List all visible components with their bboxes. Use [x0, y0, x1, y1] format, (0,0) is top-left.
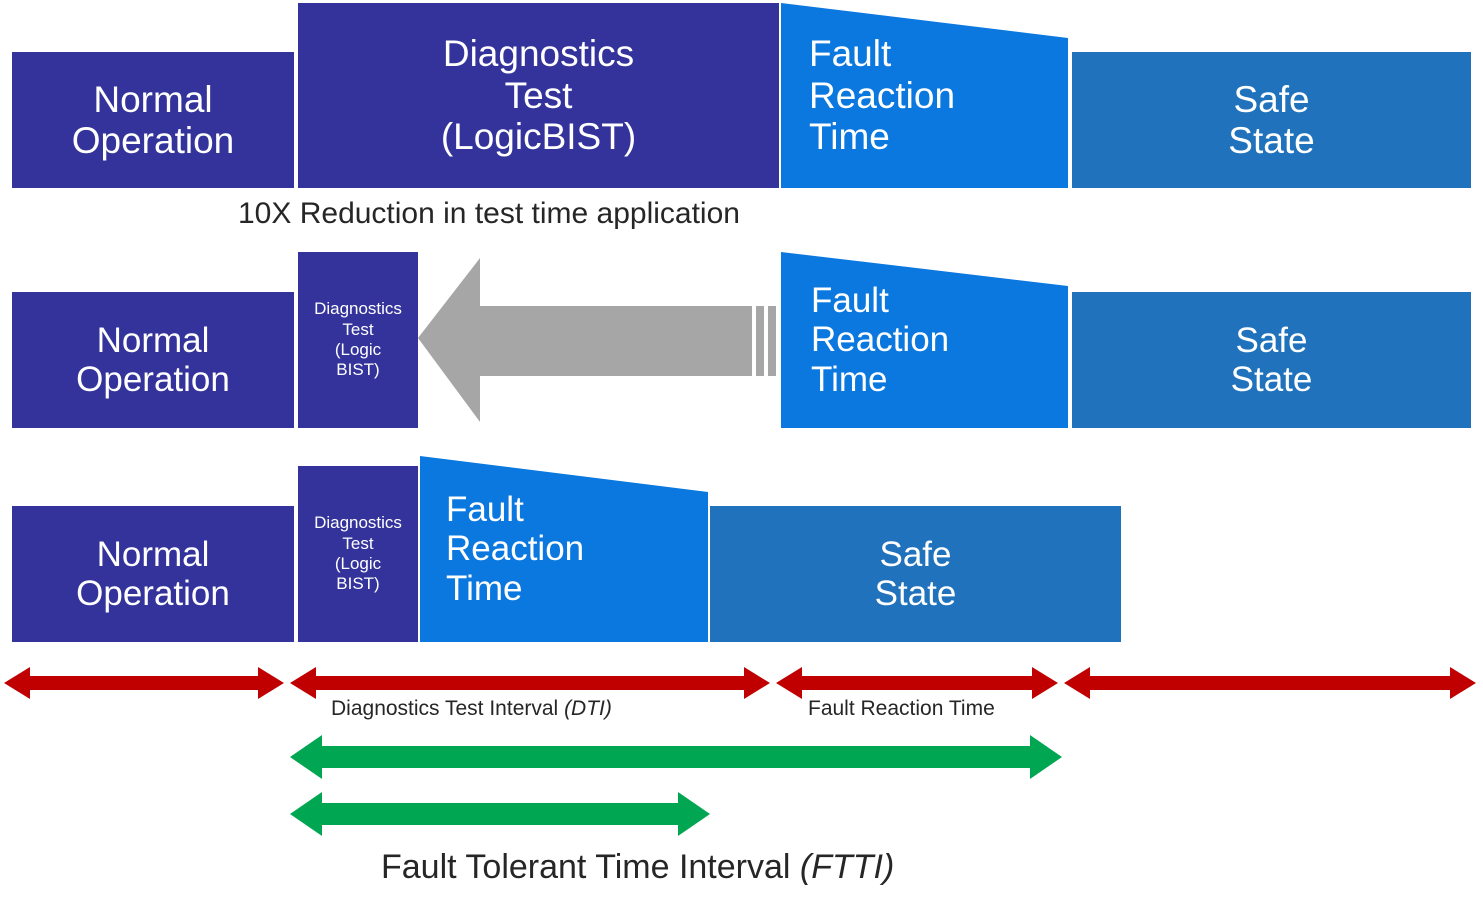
red-span-fault-reaction-time — [776, 667, 1058, 699]
row3-normal-operation-block: Normal Operation — [12, 506, 294, 642]
row2-safe-state-block: Safe State — [1072, 292, 1471, 428]
row1-safe-state-block: Safe State — [1072, 52, 1471, 188]
row1-fault-reaction-time-block: Fault Reaction Time — [781, 3, 1068, 188]
dti-caption: Diagnostics Test Interval (DTI) — [331, 697, 612, 721]
row3-diagnostics-test-block: Diagnostics Test (Logic BIST) — [298, 466, 418, 642]
row2-normal-operation-block: Normal Operation — [12, 292, 294, 428]
row1-diagnostics-test-block: Diagnostics Test (LogicBIST) — [298, 3, 779, 188]
row3-safe-state-block: Safe State — [710, 506, 1121, 642]
red-span-safe-state — [1064, 667, 1476, 699]
reduction-note-caption: 10X Reduction in test time application — [238, 197, 740, 230]
frt-caption: Fault Reaction Time — [808, 697, 995, 720]
row1-normal-operation-block: Normal Operation — [12, 52, 294, 188]
red-span-normal-operation — [4, 667, 284, 699]
red-span-diagnostics-test-interval — [290, 667, 770, 699]
row2-diagnostics-test-block: Diagnostics Test (Logic BIST) — [298, 252, 418, 428]
row3-fault-reaction-time-block: Fault Reaction Time — [420, 456, 708, 642]
ftti-caption-text: Fault Tolerant Time Interval — [381, 848, 800, 886]
ftti-caption: Fault Tolerant Time Interval (FTTI) — [381, 848, 894, 887]
green-span-ftti-upper — [290, 735, 1062, 779]
row2-fault-reaction-time-block: Fault Reaction Time — [781, 252, 1068, 428]
green-span-ftti-lower — [290, 792, 710, 836]
dti-caption-abbrev: (DTI) — [564, 697, 612, 720]
dti-caption-text: Diagnostics Test Interval — [331, 697, 565, 720]
ftti-caption-abbrev: (FTTI) — [799, 848, 895, 886]
